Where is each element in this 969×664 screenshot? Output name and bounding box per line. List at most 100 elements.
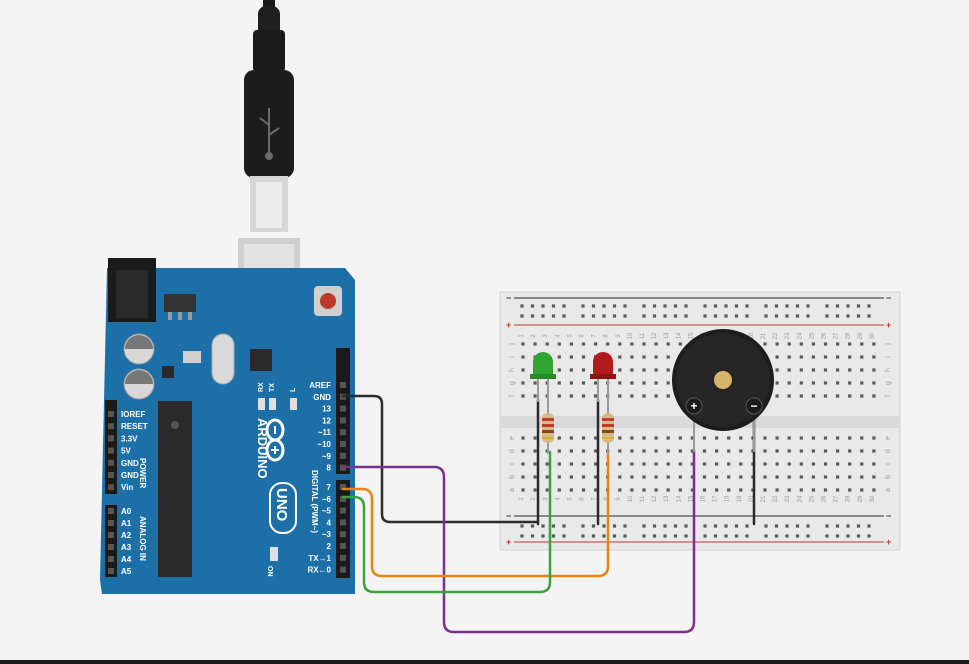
- breadboard-hole[interactable]: [581, 534, 585, 538]
- breadboard-hole[interactable]: [823, 381, 828, 385]
- breadboard-hole[interactable]: [745, 524, 749, 528]
- breadboard-hole[interactable]: [764, 304, 768, 308]
- breadboard-hole[interactable]: [856, 524, 861, 528]
- header-pin[interactable]: [340, 484, 346, 490]
- breadboard-hole[interactable]: [530, 524, 535, 528]
- breadboard-hole[interactable]: [715, 436, 719, 440]
- breadboard-hole[interactable]: [551, 524, 556, 528]
- led-green[interactable]: [530, 352, 556, 402]
- breadboard-hole[interactable]: [642, 394, 646, 398]
- breadboard-hole[interactable]: [530, 304, 535, 308]
- breadboard-hole[interactable]: [557, 342, 561, 346]
- breadboard-hole[interactable]: [764, 314, 768, 318]
- breadboard-hole[interactable]: [530, 534, 535, 538]
- breadboard-hole[interactable]: [734, 534, 739, 538]
- breadboard-hole[interactable]: [860, 394, 864, 398]
- breadboard-hole[interactable]: [825, 524, 829, 528]
- breadboard-hole[interactable]: [654, 368, 658, 372]
- breadboard-hole[interactable]: [713, 304, 718, 308]
- breadboard-hole[interactable]: [724, 314, 728, 318]
- breadboard-hole[interactable]: [867, 524, 871, 528]
- breadboard-hole[interactable]: [690, 488, 694, 492]
- breadboard-hole[interactable]: [642, 462, 646, 466]
- breadboard-hole[interactable]: [856, 304, 861, 308]
- breadboard-hole[interactable]: [856, 314, 861, 318]
- breadboard-hole[interactable]: [734, 524, 739, 528]
- breadboard-hole[interactable]: [787, 475, 791, 479]
- breadboard-hole[interactable]: [795, 524, 800, 528]
- breadboard-hole[interactable]: [630, 462, 634, 466]
- breadboard-hole[interactable]: [594, 488, 598, 492]
- breadboard-hole[interactable]: [811, 475, 815, 479]
- breadboard-hole[interactable]: [533, 394, 537, 398]
- breadboard-hole[interactable]: [594, 462, 598, 466]
- breadboard-hole[interactable]: [666, 449, 670, 453]
- breadboard-hole[interactable]: [520, 304, 524, 308]
- breadboard-hole[interactable]: [654, 436, 658, 440]
- breadboard-hole[interactable]: [594, 475, 598, 479]
- breadboard-hole[interactable]: [530, 314, 535, 318]
- breadboard-hole[interactable]: [872, 488, 876, 492]
- header-pin[interactable]: [340, 566, 346, 573]
- breadboard-hole[interactable]: [703, 304, 707, 308]
- breadboard-hole[interactable]: [618, 394, 622, 398]
- breadboard-hole[interactable]: [569, 342, 573, 346]
- breadboard-hole[interactable]: [673, 314, 678, 318]
- breadboard-hole[interactable]: [684, 524, 688, 528]
- breadboard-hole[interactable]: [848, 355, 852, 359]
- breadboard-hole[interactable]: [666, 368, 670, 372]
- breadboard-hole[interactable]: [630, 355, 634, 359]
- header-pin[interactable]: [108, 508, 114, 514]
- breadboard-hole[interactable]: [799, 355, 803, 359]
- breadboard-hole[interactable]: [557, 449, 561, 453]
- breadboard-hole[interactable]: [764, 524, 768, 528]
- breadboard-hole[interactable]: [654, 355, 658, 359]
- header-pin[interactable]: [108, 544, 114, 550]
- breadboard-hole[interactable]: [787, 355, 791, 359]
- breadboard-hole[interactable]: [799, 462, 803, 466]
- breadboard-hole[interactable]: [618, 462, 622, 466]
- breadboard-hole[interactable]: [594, 394, 598, 398]
- breadboard-hole[interactable]: [678, 488, 682, 492]
- breadboard-hole[interactable]: [654, 394, 658, 398]
- breadboard-hole[interactable]: [727, 462, 731, 466]
- arduino-board[interactable]: RX TX L ARDUINO UNO ON DIGITAL: [100, 258, 355, 594]
- breadboard-hole[interactable]: [846, 304, 850, 308]
- breadboard-hole[interactable]: [856, 534, 861, 538]
- breadboard-hole[interactable]: [739, 488, 743, 492]
- breadboard-hole[interactable]: [557, 436, 561, 440]
- breadboard-hole[interactable]: [703, 524, 707, 528]
- breadboard-hole[interactable]: [581, 314, 585, 318]
- breadboard-hole[interactable]: [630, 342, 634, 346]
- header-pin[interactable]: [108, 411, 114, 417]
- breadboard-hole[interactable]: [666, 488, 670, 492]
- breadboard-hole[interactable]: [521, 355, 525, 359]
- breadboard-hole[interactable]: [557, 381, 561, 385]
- breadboard-hole[interactable]: [811, 436, 815, 440]
- breadboard-hole[interactable]: [521, 368, 525, 372]
- breadboard-hole[interactable]: [823, 436, 828, 440]
- breadboard-hole[interactable]: [745, 314, 749, 318]
- breadboard-hole[interactable]: [533, 475, 537, 479]
- breadboard-hole[interactable]: [835, 524, 840, 528]
- reset-button[interactable]: [314, 286, 342, 316]
- breadboard-hole[interactable]: [630, 381, 634, 385]
- breadboard-hole[interactable]: [520, 524, 524, 528]
- breadboard-hole[interactable]: [666, 355, 670, 359]
- breadboard-hole[interactable]: [581, 436, 586, 440]
- breadboard-hole[interactable]: [774, 524, 779, 528]
- breadboard-hole[interactable]: [557, 488, 561, 492]
- breadboard-hole[interactable]: [702, 488, 707, 492]
- breadboard-hole[interactable]: [787, 381, 791, 385]
- piezo-buzzer[interactable]: + −: [672, 329, 774, 452]
- wire-pin6-green[interactable]: [341, 450, 552, 594]
- breadboard-hole[interactable]: [666, 342, 670, 346]
- breadboard-hole[interactable]: [591, 524, 596, 528]
- breadboard-hole[interactable]: [774, 314, 779, 318]
- breadboard-hole[interactable]: [799, 449, 803, 453]
- breadboard-hole[interactable]: [541, 304, 545, 308]
- breadboard-hole[interactable]: [654, 342, 658, 346]
- wire-pin7-orange[interactable]: [341, 450, 610, 578]
- breadboard-hole[interactable]: [642, 314, 646, 318]
- breadboard-hole[interactable]: [618, 368, 622, 372]
